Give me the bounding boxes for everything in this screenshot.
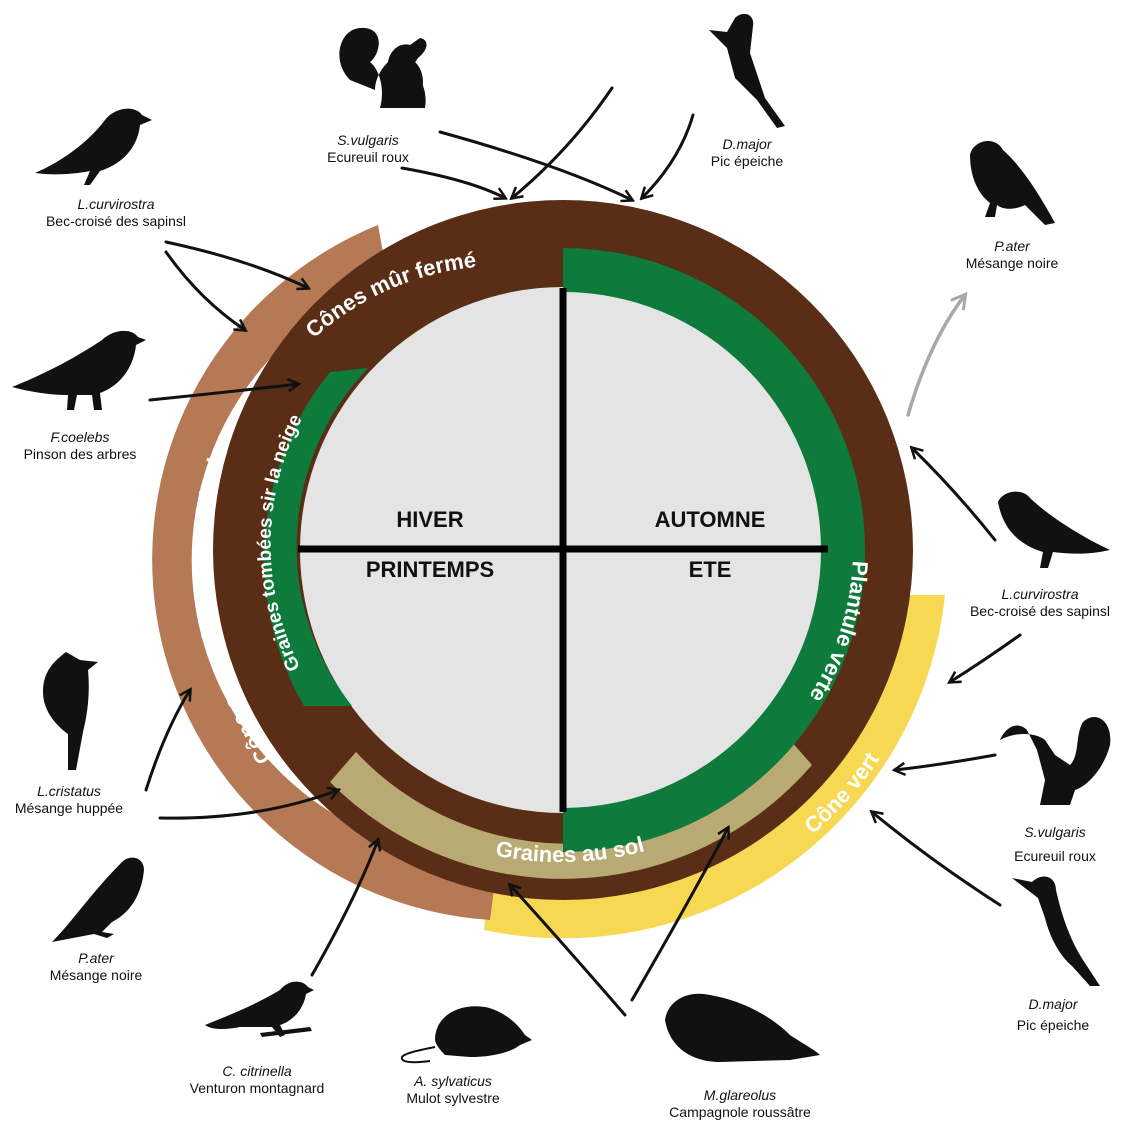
common-name: Venturon montagnard	[189, 1080, 325, 1096]
arrow-vole-to-ground	[510, 885, 627, 1017]
silhouettes	[12, 13, 1111, 1064]
coal-tit-icon	[970, 140, 1055, 225]
arrow-woodpecker-to-cones	[642, 113, 695, 198]
crossbill-icon	[998, 491, 1110, 568]
species-label: C. citrinella Venturon montagnard	[190, 1063, 325, 1097]
crested-tit-icon	[43, 652, 98, 770]
common-name: Pic épeiche	[710, 153, 784, 169]
crossbill-icon	[35, 108, 152, 185]
species-label: S.vulgaris Ecureuil roux	[327, 132, 409, 166]
arrow-woodpecker-right-to-green	[872, 812, 1002, 907]
season-autumn-label: AUTOMNE	[655, 507, 766, 532]
common-name: Pic épeiche	[1016, 1017, 1090, 1033]
common-name: Pinson des arbres	[23, 446, 137, 462]
species-label: P.ater Mésange noire	[50, 950, 143, 984]
common-name: Bec-croisé des sapinsl	[969, 603, 1111, 619]
scientific-name: A. sylvaticus	[414, 1073, 492, 1089]
arrow-citril-to-ground	[310, 840, 378, 977]
scientific-name: D.major	[1028, 996, 1078, 1012]
arrows	[144, 86, 1022, 1017]
partly-open-cone-band	[152, 225, 498, 920]
species-label: D.major Pic épeiche	[1017, 994, 1089, 1036]
scientific-name: P.ater	[78, 950, 114, 966]
common-name: Bec-croisé des sapinsl	[45, 213, 187, 229]
common-name: Campagnole roussâtre	[669, 1104, 811, 1120]
scientific-name: D.major	[722, 136, 772, 152]
finch-icon	[205, 981, 314, 1037]
species-label: L.curvirostra Bec-croisé des sapinsl	[46, 196, 186, 230]
season-winter-label: HIVER	[396, 507, 463, 532]
season-spring-label: PRINTEMPS	[366, 557, 494, 582]
woodpecker-icon	[1012, 876, 1100, 986]
common-name: Ecureuil roux	[327, 149, 409, 165]
arrow-crossbill-to-partly-b	[164, 250, 245, 330]
scientific-name: L.curvirostra	[77, 196, 155, 212]
species-label: L.curvirostra Bec-croisé des sapinsl	[970, 586, 1110, 620]
arrow-crossbill-right-to-green	[950, 633, 1022, 682]
scientific-name: S.vulgaris	[337, 132, 399, 148]
species-label: M.glareolus Campagnole roussâtre	[669, 1087, 811, 1121]
scientific-name: L.cristatus	[37, 783, 101, 799]
arrow-crested-tit-to-partly	[144, 690, 190, 792]
scientific-name: P.ater	[994, 238, 1030, 254]
scientific-name: C. citrinella	[222, 1063, 292, 1079]
mouse-icon	[400, 1006, 532, 1064]
arrow-vole-to-seedling	[630, 828, 728, 1002]
scientific-name: M.glareolus	[703, 1087, 777, 1103]
species-label: L.cristatus Mésange huppée	[15, 783, 123, 817]
species-label: F.coelebs Pinson des arbres	[24, 429, 137, 463]
common-name: Mésange noire	[49, 967, 143, 983]
squirrel-icon	[1000, 716, 1111, 805]
woodpecker-icon	[709, 13, 785, 128]
vole-icon	[665, 993, 820, 1062]
scientific-name: S.vulgaris	[1024, 824, 1086, 840]
arrow-top-to-cones-a	[512, 86, 614, 198]
arrow-squirrel-right-to-green	[895, 753, 997, 770]
common-name: Mulot sylvestre	[406, 1090, 500, 1106]
species-label: D.major Pic épeiche	[711, 136, 783, 170]
common-name: Mésange huppée	[14, 800, 124, 816]
coal-tit-icon	[52, 857, 144, 942]
squirrel-icon	[339, 27, 427, 108]
scientific-name: L.curvirostra	[1001, 586, 1079, 602]
seedling-band	[563, 248, 865, 852]
arrow-crossbill-to-partly	[164, 240, 308, 288]
common-name: Mésange noire	[965, 255, 1059, 271]
common-name: Ecureuil roux	[1014, 848, 1096, 864]
species-label: P.ater Mésange noire	[966, 238, 1059, 272]
chaffinch-icon	[12, 330, 146, 410]
arrow-squirrel-to-cones-b	[438, 130, 632, 200]
season-summer-label: ETE	[689, 557, 732, 582]
seeds-on-ground-band	[330, 740, 812, 879]
arrow-chaffinch-to-snow	[148, 384, 298, 402]
arrow-squirrel-to-cones	[400, 166, 505, 198]
species-label: S.vulgaris Ecureuil roux	[1014, 820, 1096, 868]
species-label: A. sylvaticus Mulot sylvestre	[406, 1073, 499, 1107]
scientific-name: F.coelebs	[50, 429, 110, 445]
arrow-crossbill-right-to-cones	[912, 448, 997, 542]
arrow-to-coal-tit-grey	[906, 295, 965, 417]
seeds-on-snow-band	[264, 368, 368, 706]
arrow-crested-tit-to-ground	[158, 790, 338, 820]
